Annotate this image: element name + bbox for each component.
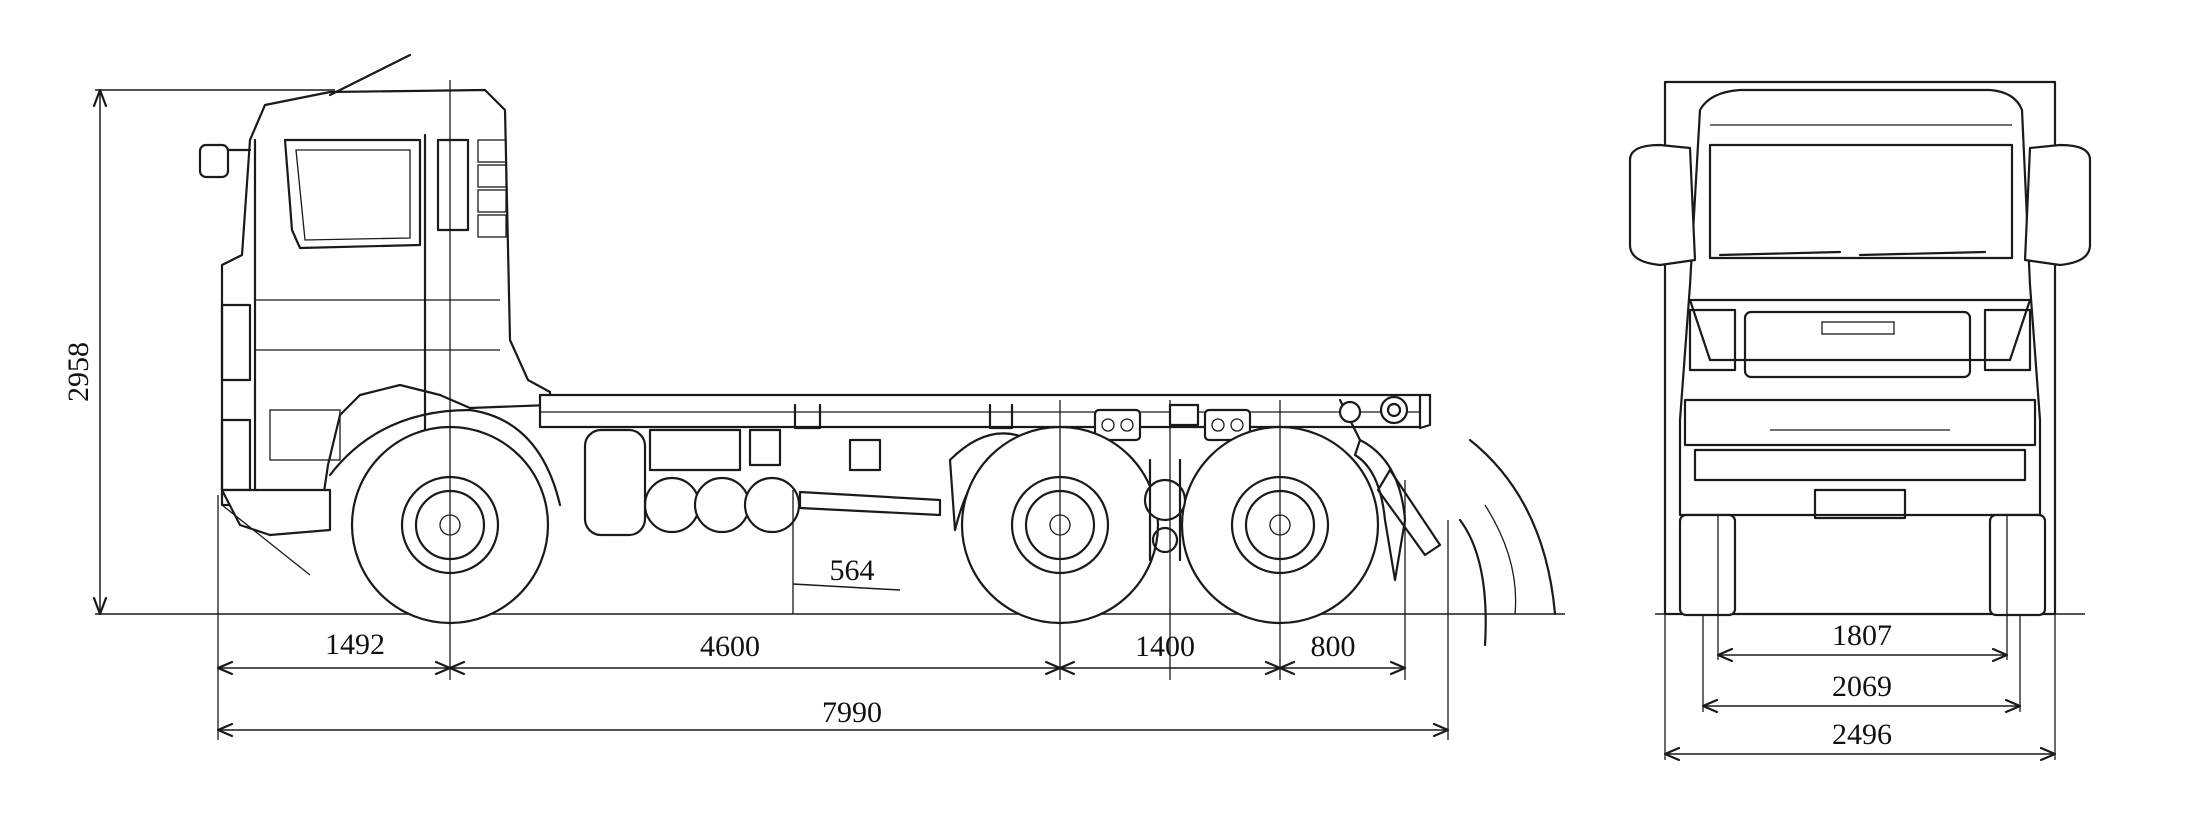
front-view: 1807 2069 2496 (1628, 80, 2092, 762)
cab (198, 53, 552, 537)
bogie-spacing-label: 1400 (1135, 630, 1195, 663)
chassis-frame (538, 393, 1442, 582)
ground-clearance-label: 564 (830, 554, 875, 587)
overall-height-label: 2958 (62, 342, 95, 402)
front-overhang-label: 1492 (325, 628, 385, 661)
overall-length-label: 7990 (822, 696, 882, 729)
wheelbase-label: 4600 (700, 630, 760, 663)
rear-overhang-label: 800 (1311, 630, 1356, 663)
front-wheel (328, 408, 562, 625)
side-view: 2958 564 1492 4600 1400 800 7990 (62, 53, 1565, 740)
track-rear-label: 2069 (1832, 670, 1892, 703)
track-front-label: 1807 (1832, 619, 1892, 652)
overall-width-label: 2496 (1832, 718, 1892, 751)
